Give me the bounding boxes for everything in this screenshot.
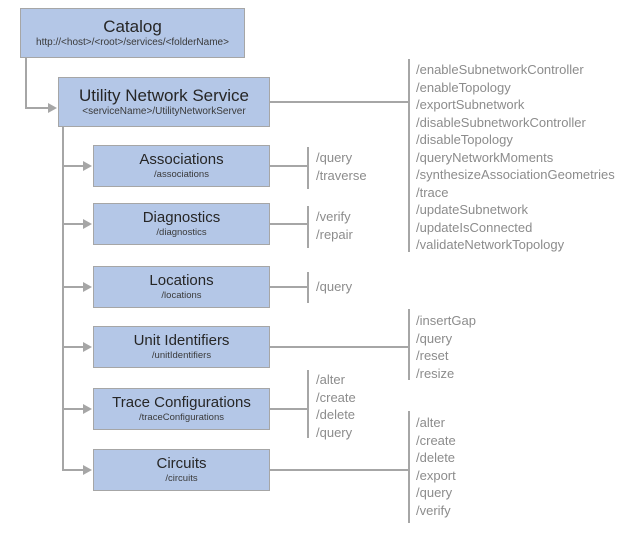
arrowhead-icon — [83, 342, 92, 352]
method-label: /reset — [416, 348, 449, 363]
arrowhead-icon — [48, 103, 57, 113]
circuits-subtitle: /circuits — [165, 472, 198, 484]
arrowhead-icon — [83, 161, 92, 171]
connector-trace-configurations-methods — [270, 408, 308, 410]
connector-branch-circuits — [62, 469, 84, 471]
method-label: /query — [316, 424, 353, 440]
associations-box: Associations /associations — [93, 145, 270, 187]
connector-branch-locations — [62, 286, 84, 288]
method-label: /query — [316, 150, 353, 165]
circuits-methods-list: /alter/create/delete/export/query/verify — [416, 414, 456, 519]
connector-catalog-vertical — [25, 58, 27, 109]
method-label: /enableTopology — [416, 79, 511, 95]
unit-identifiers-methods-list: /insertGap/query/reset/resize — [416, 312, 476, 382]
method-label: /repair — [316, 226, 353, 242]
unit-identifiers-box: Unit Identifiers /unitIdentifiers — [93, 326, 270, 368]
method-label: /trace — [416, 184, 449, 200]
methods-bar-locations — [307, 272, 309, 303]
method-label: /disableSubnetworkController — [416, 114, 586, 130]
trace-configurations-methods-list: /alter/create/delete/query — [316, 371, 356, 441]
diagnostics-subtitle: /diagnostics — [156, 226, 207, 238]
connector-branch-diagnostics — [62, 223, 84, 225]
method-label: /queryNetworkMoments — [416, 149, 554, 165]
associations-subtitle: /associations — [154, 168, 209, 180]
arrowhead-icon — [83, 404, 92, 414]
methods-bar-associations — [307, 147, 309, 189]
method-label: /disableTopology — [416, 132, 513, 147]
circuits-box: Circuits /circuits — [93, 449, 270, 491]
connector-branch-unit-identifiers — [62, 346, 84, 348]
diagnostics-box: Diagnostics /diagnostics — [93, 203, 270, 245]
unit-identifiers-title: Unit Identifiers — [133, 331, 230, 349]
connector-service-trunk — [62, 127, 64, 471]
catalog-title: Catalog — [103, 16, 162, 36]
method-label: /create — [316, 389, 356, 405]
method-label: /insertGap — [416, 313, 476, 328]
methods-bar-unit-identifiers — [408, 309, 410, 380]
method-label: /create — [416, 432, 456, 448]
catalog-box: Catalog http://<host>/<root>/services/<f… — [20, 8, 245, 58]
connector-branch-trace-configurations — [62, 408, 84, 410]
method-label: /validateNetworkTopology — [416, 237, 565, 252]
diagnostics-title: Diagnostics — [142, 208, 221, 226]
method-label: /exportSubnetwork — [416, 97, 525, 112]
service-title: Utility Network Service — [78, 85, 250, 105]
method-label: /updateIsConnected — [416, 219, 533, 235]
service-subtitle: <serviceName>/UtilityNetworkServer — [82, 106, 246, 118]
methods-bar-diagnostics — [307, 206, 309, 248]
methods-bar-service — [408, 59, 410, 252]
connector-circuits-methods — [270, 469, 409, 471]
methods-bar-circuits — [408, 411, 410, 523]
diagnostics-methods-list: /verify/repair — [316, 208, 353, 243]
arrowhead-icon — [83, 465, 92, 475]
method-label: /alter — [316, 372, 345, 387]
method-label: /updateSubnetwork — [416, 202, 529, 217]
locations-subtitle: /locations — [161, 289, 202, 301]
catalog-subtitle: http://<host>/<root>/services/<folderNam… — [36, 37, 229, 49]
connector-diagnostics-methods — [270, 223, 308, 225]
method-label: /delete — [316, 407, 356, 422]
method-label: /enableSubnetworkController — [416, 62, 584, 77]
connector-service-methods — [270, 101, 409, 103]
method-label: /traverse — [316, 167, 367, 183]
circuits-title: Circuits — [156, 454, 207, 472]
connector-unit-identifiers-methods — [270, 346, 409, 348]
trace-configurations-subtitle: /traceConfigurations — [138, 411, 225, 423]
methods-bar-trace-configurations — [307, 370, 309, 438]
associations-methods-list: /query/traverse — [316, 149, 367, 184]
service-methods-list: /enableSubnetworkController/enableTopolo… — [416, 61, 615, 254]
method-label: /delete — [416, 450, 456, 465]
method-label: /synthesizeAssociationGeometries — [416, 167, 615, 182]
method-label: /verify — [416, 502, 451, 518]
method-label: /resize — [416, 365, 455, 381]
unit-identifiers-subtitle: /unitIdentifiers — [151, 349, 212, 361]
method-label: /query — [416, 485, 453, 500]
utility-network-service-box: Utility Network Service <serviceName>/Ut… — [58, 77, 270, 127]
connector-branch-associations — [62, 165, 84, 167]
arrowhead-icon — [83, 282, 92, 292]
connector-catalog-horizontal — [25, 107, 49, 109]
locations-methods-list: /query — [316, 278, 352, 296]
associations-title: Associations — [139, 150, 224, 168]
locations-box: Locations /locations — [93, 266, 270, 308]
locations-title: Locations — [149, 271, 214, 289]
arrowhead-icon — [83, 219, 92, 229]
trace-configurations-title: Trace Configurations — [112, 393, 251, 411]
method-label: /query — [316, 279, 353, 294]
method-label: /alter — [416, 415, 445, 430]
connector-associations-methods — [270, 165, 308, 167]
trace-configurations-box: Trace Configurations /traceConfiguration… — [93, 388, 270, 430]
method-label: /verify — [316, 209, 351, 224]
method-label: /export — [416, 467, 456, 483]
method-label: /query — [416, 330, 453, 346]
connector-locations-methods — [270, 286, 308, 288]
